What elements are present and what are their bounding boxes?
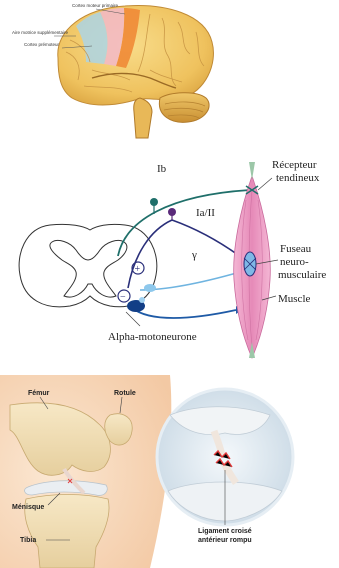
brain-illustration-panel: Cortex moteur primaire Aire motrice supp…	[0, 0, 339, 140]
torn-ligament-label-line2: antérieur rompu	[198, 537, 252, 544]
patella-label: Rotule	[114, 390, 136, 397]
brainstem-shape	[134, 98, 152, 138]
tendon-top	[249, 162, 255, 180]
tibia-label: Tibia	[20, 537, 36, 544]
reflex-arc-diagram-panel: + − Ib Ia/II γ	[0, 150, 339, 362]
ia-ii-label: Ia/II	[196, 207, 215, 219]
minus-sign: −	[120, 292, 126, 303]
supplementary-motor-label: Aire motrice supplémentaire	[12, 30, 69, 35]
spindle-label-line3: musculaire	[278, 269, 326, 281]
premotor-cortex-label: Cortex prémoteur	[24, 42, 60, 47]
knee-illustration-panel: Fémur Rotule Ménisque Tibia Ligament cro…	[0, 375, 339, 568]
femur-label: Fémur	[28, 390, 50, 397]
plus-sign: +	[135, 264, 141, 275]
alpha-fiber	[132, 308, 236, 318]
muscle-label: Muscle	[278, 293, 311, 305]
spindle-label-line1: Fuseau	[280, 243, 312, 255]
knee-illustration: Fémur Rotule Ménisque Tibia Ligament cro…	[0, 375, 339, 568]
primary-motor-cortex-label: Cortex moteur primaire	[72, 3, 119, 8]
cerebellum-shape	[159, 93, 209, 123]
brain-illustration: Cortex moteur primaire Aire motrice supp…	[0, 0, 339, 140]
tendon-receptor-label-line2: tendineux	[276, 172, 320, 184]
reflex-arc-diagram: + − Ib Ia/II γ	[0, 150, 339, 362]
gamma-motoneuron	[144, 284, 156, 292]
tendon-receptor-label-line1: Récepteur	[272, 159, 317, 171]
alpha-motoneuron-label: Alpha-motoneurone	[108, 331, 197, 343]
ib-label: Ib	[157, 163, 167, 175]
ib-cell-body	[150, 198, 158, 206]
gamma-label: γ	[191, 249, 197, 261]
meniscus-label: Ménisque	[12, 504, 44, 511]
torn-ligament-label-line1: Ligament croisé	[198, 528, 252, 535]
spindle-label-line2: neuro-	[280, 256, 309, 268]
